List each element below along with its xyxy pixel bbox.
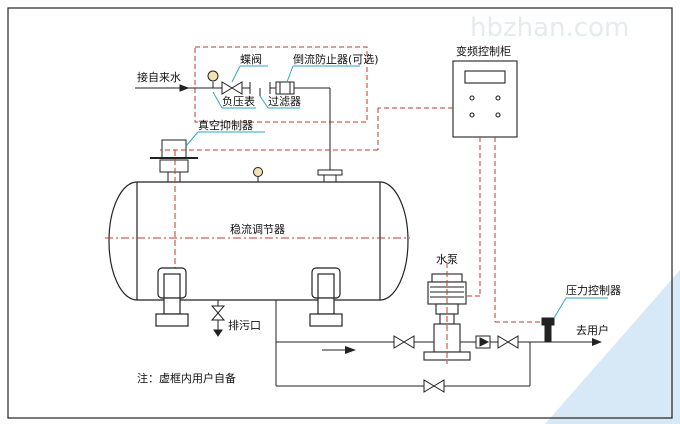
butterfly-valve-icon — [221, 81, 243, 95]
vacuum-suppressor-icon — [150, 139, 198, 182]
pressure-gauge-label: 负压表 — [222, 94, 255, 108]
backflow-preventer-icon — [275, 81, 295, 95]
leader-vacuum — [185, 131, 199, 147]
stabilizer-tank — [108, 181, 409, 301]
filter-icon — [249, 82, 271, 96]
pump-label: 水泵 — [436, 253, 458, 266]
tank-support-left — [155, 267, 189, 327]
tank-support-right — [309, 267, 343, 327]
vfd-cabinet — [452, 60, 518, 138]
pressure-gauge-icon — [207, 70, 219, 88]
pressure-controller-icon — [541, 317, 555, 343]
pressure-controller-label: 压力控制器 — [566, 283, 621, 297]
label-underlines — [198, 65, 608, 299]
filter-label: 过滤器 — [268, 95, 301, 108]
butterfly-valve-label: 蝶阀 — [240, 52, 262, 66]
note-label: 注：虚框内用户自备 — [137, 371, 236, 385]
vacuum-suppressor-label: 真空抑制器 — [198, 118, 253, 132]
check-valve-icon — [475, 335, 491, 349]
label-leaders-top — [212, 65, 294, 109]
outlet-valve-left — [393, 335, 415, 349]
watermark-text: hbzhan.com — [470, 13, 629, 43]
bypass-valve-icon — [423, 379, 445, 393]
to-user-label: 去用户 — [576, 323, 609, 337]
leader-pressure-controller — [553, 297, 567, 319]
backflow-preventer-label: 倒流防止器(可选) — [293, 52, 379, 66]
diagram-frame — [7, 7, 673, 419]
stabilizer-label: 稳流调节器 — [230, 222, 285, 236]
drain-label: 排污口 — [228, 318, 261, 332]
tank-inlet-flange — [317, 169, 343, 183]
to-user-arrow-icon — [592, 338, 602, 346]
vfd-cabinet-label: 变频控制柜 — [456, 44, 511, 58]
tap-water-label: 接自来水 — [137, 71, 181, 84]
outlet-valve-right — [497, 335, 519, 349]
user-supplied-dashed-box — [194, 46, 368, 123]
control-signal-lines — [160, 107, 542, 323]
tank-gauge-icon — [253, 167, 263, 182]
background-stripe — [545, 270, 680, 424]
flow-arrow-icon — [345, 346, 356, 354]
drain-valve-icon — [210, 300, 226, 337]
